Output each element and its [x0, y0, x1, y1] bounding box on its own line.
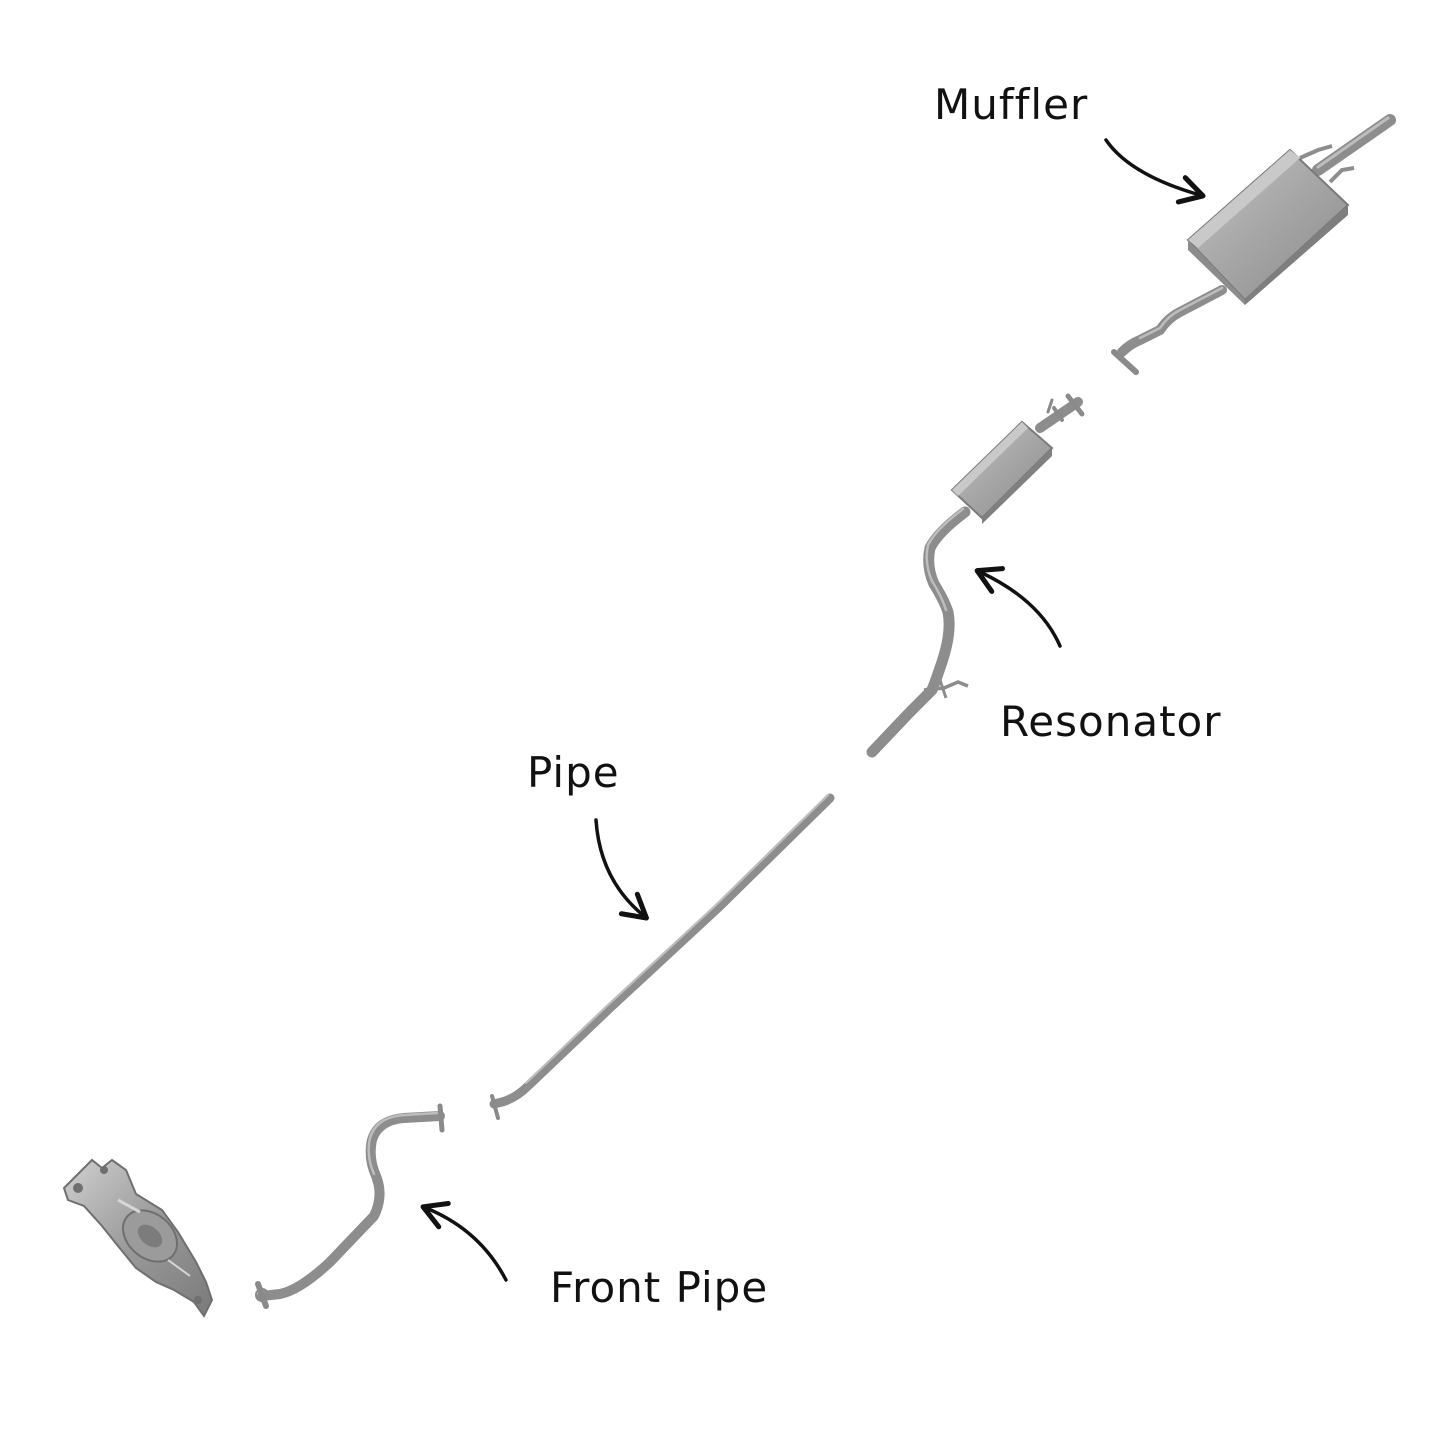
front-pipe-part	[255, 1103, 445, 1309]
pipe-label: Pipe	[527, 748, 620, 797]
front-pipe-arrow	[420, 1200, 508, 1282]
pipe-part	[489, 793, 835, 1120]
muffler-arrow	[1104, 138, 1206, 205]
front-pipe-label: Front Pipe	[550, 1263, 769, 1312]
pipe-arrow	[594, 818, 649, 921]
muffler-label: Muffler	[934, 80, 1089, 129]
resonator-part	[866, 393, 1085, 758]
resonator-arrow	[974, 566, 1062, 648]
muffler-part	[1111, 114, 1396, 375]
catalytic-converter-part	[62, 1158, 214, 1318]
resonator-label: Resonator	[1000, 697, 1222, 746]
